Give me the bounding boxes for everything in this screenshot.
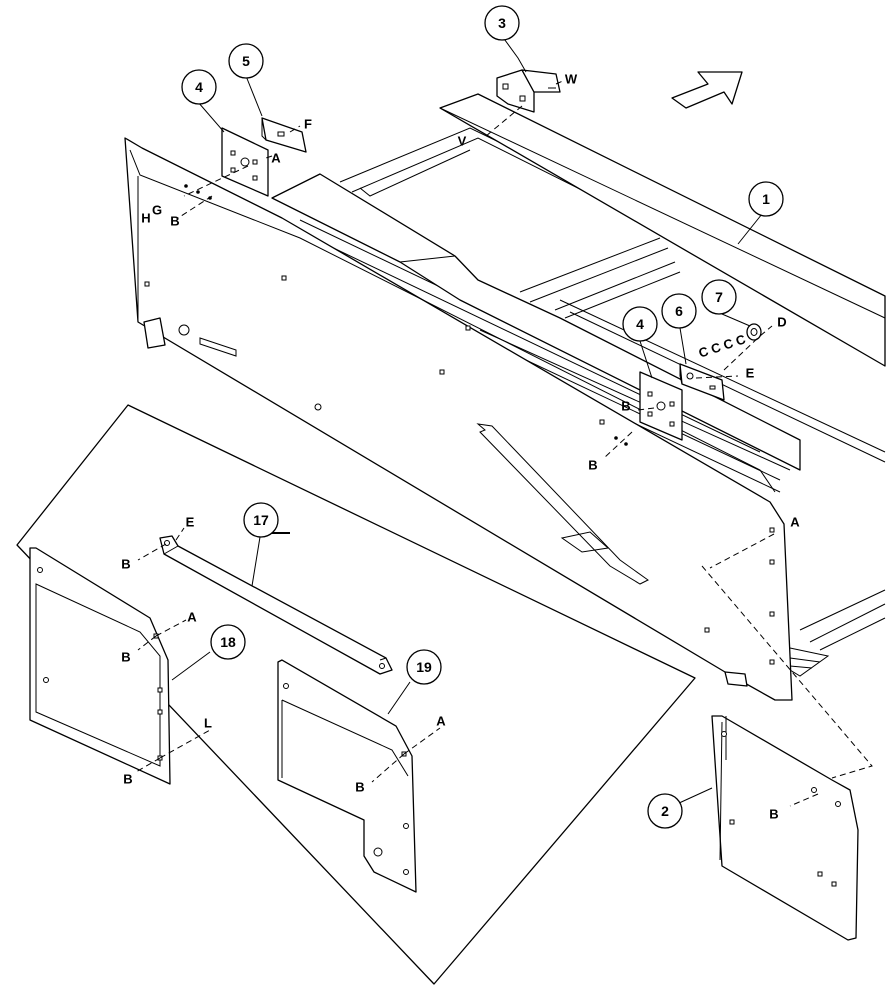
callout-4-left: 4 — [181, 69, 217, 105]
part-4-plate-left — [221, 127, 269, 197]
rod-bracket — [476, 423, 649, 585]
letter-w: W — [565, 72, 578, 87]
letter-a-part18: A — [187, 610, 197, 625]
panel-slot — [199, 337, 237, 357]
callout-19-label: 19 — [416, 659, 432, 675]
part-17-strap — [159, 532, 393, 675]
part-6-bracket — [679, 363, 725, 401]
leader-lines — [171, 35, 763, 810]
letter-f: F — [304, 117, 312, 132]
part-1-top-bar — [439, 93, 886, 367]
callout-5-label: 5 — [242, 53, 250, 69]
callout-5: 5 — [228, 43, 264, 79]
letter-b-part2: B — [769, 807, 778, 822]
direction-arrow-icon — [671, 71, 743, 109]
callout-1: 1 — [748, 181, 784, 217]
callout-3-label: 3 — [498, 15, 506, 31]
callout-6: 6 — [661, 293, 697, 329]
callout-18-label: 18 — [220, 634, 236, 650]
callout-2: 2 — [647, 793, 683, 829]
part-5-clip — [261, 117, 307, 153]
letter-v: V — [458, 134, 467, 149]
letter-b-lower: B — [588, 458, 597, 473]
part-7-washer — [746, 323, 762, 341]
letter-b-part18-bottom: B — [123, 772, 132, 787]
letter-c-sequence: C C C C — [697, 331, 748, 360]
letter-b-side: B — [170, 214, 179, 229]
letter-h: H — [141, 211, 150, 226]
callout-19: 19 — [406, 649, 442, 685]
part-18-panel — [29, 547, 171, 785]
part-3-hinge — [496, 69, 561, 113]
letter-b-part19: B — [355, 780, 364, 795]
callout-18: 18 — [210, 624, 246, 660]
letter-b-part17: B — [121, 557, 130, 572]
letter-a-plate4: A — [271, 151, 281, 166]
callout-4-right: 4 — [622, 306, 658, 342]
letter-e-plate6: E — [746, 366, 755, 381]
callout-3: 3 — [484, 5, 520, 41]
assembly-lines — [135, 79, 873, 807]
callout-17-label: 17 — [253, 512, 269, 528]
callout-1-label: 1 — [762, 191, 770, 207]
letter-l-part18: L — [204, 716, 212, 731]
letter-e-part17: E — [186, 515, 195, 530]
letter-g: G — [152, 203, 162, 218]
inset-frame — [16, 404, 696, 985]
callout-7: 7 — [701, 279, 737, 315]
letter-d: D — [777, 315, 786, 330]
callout-4-left-label: 4 — [195, 79, 203, 95]
letter-a-part19: A — [436, 714, 446, 729]
part-19-panel — [277, 659, 417, 893]
callout-2-label: 2 — [661, 803, 669, 819]
callout-4-right-label: 4 — [636, 316, 644, 332]
letter-b-plate4: B — [621, 399, 630, 414]
callout-7-label: 7 — [715, 289, 723, 305]
part-2-end-panel — [711, 715, 859, 941]
main-side-panel — [124, 137, 830, 701]
callout-6-label: 6 — [675, 303, 683, 319]
letter-a-right: A — [790, 515, 800, 530]
callout-17: 17 — [243, 502, 279, 538]
letter-b-part18-top: B — [121, 650, 130, 665]
part-4-plate-right — [639, 371, 683, 441]
panel-hole — [178, 324, 190, 336]
